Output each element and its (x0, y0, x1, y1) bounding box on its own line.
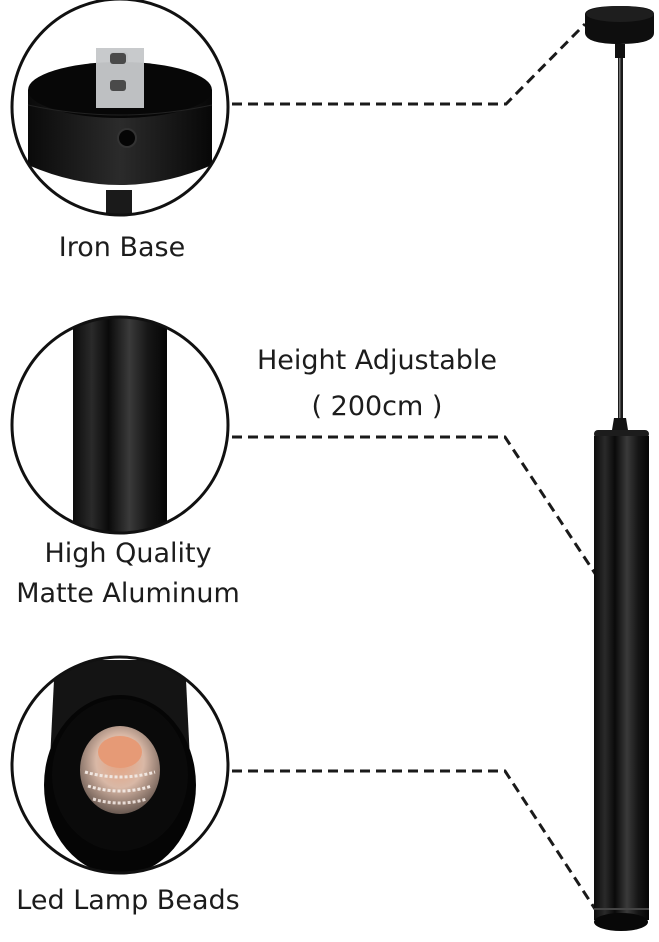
pendant-light-product (585, 6, 654, 931)
led-beads-detail-image (10, 655, 230, 875)
leader-lines (232, 22, 600, 913)
leader-line-iron-base (232, 22, 587, 106)
iron-base-detail-image (10, 0, 230, 217)
label-height-adjustable: Height Adjustable (256, 345, 498, 376)
aluminum-tube-detail-image (10, 315, 230, 535)
leader-line-aluminum (232, 435, 600, 579)
label-matte-aluminum: Matte Aluminum (16, 578, 240, 609)
label-iron-base: Iron Base (58, 232, 186, 263)
leader-line-led (232, 769, 599, 913)
label-high-quality: High Quality (44, 538, 212, 569)
label-led-lamp-beads: Led Lamp Beads (16, 885, 240, 916)
label-height-value: ( 200cm ) (311, 391, 443, 422)
